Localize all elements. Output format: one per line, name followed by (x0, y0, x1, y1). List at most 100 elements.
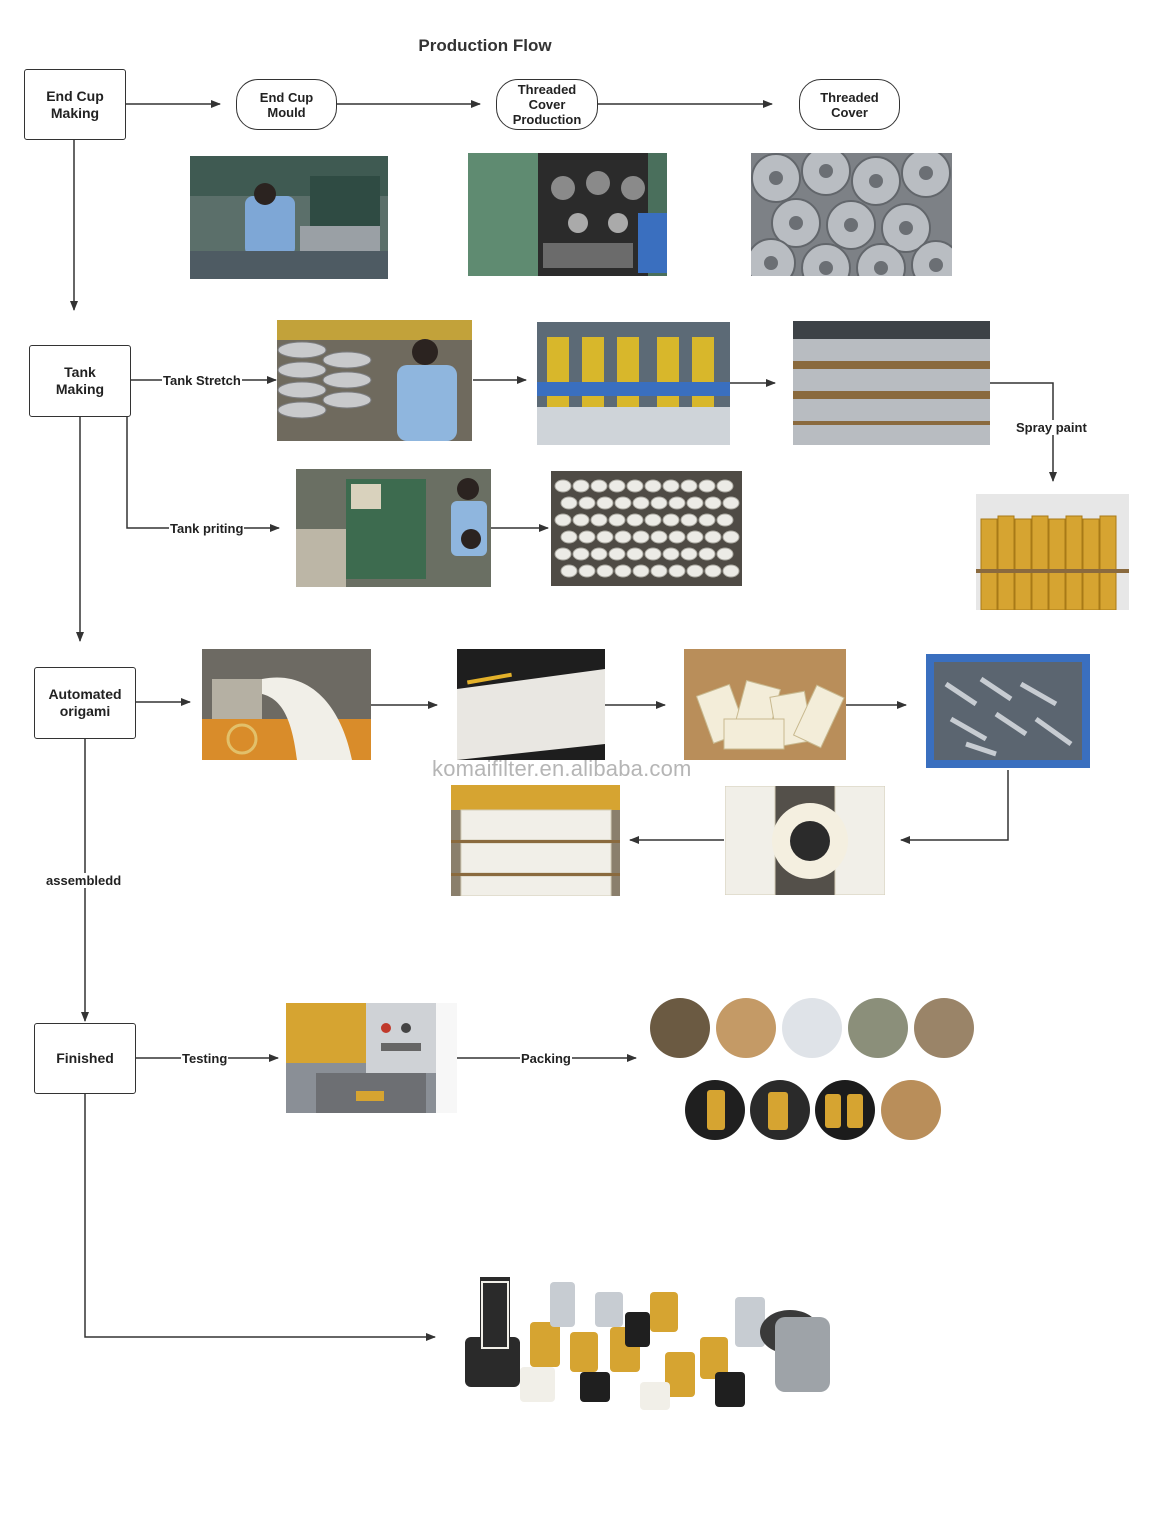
printed-tank-cap (590, 513, 608, 527)
printed-tank-cap (668, 496, 686, 510)
watermark-text: komaifilter.en.alibaba.com (432, 756, 692, 781)
photo-filter-product-range (460, 1262, 845, 1452)
printed-tank-cap (704, 496, 722, 510)
printed-tank-cap (644, 547, 662, 561)
photo-packing-3 (782, 998, 842, 1058)
printed-tank-cap (590, 479, 608, 493)
diagram-title: Production Flow (418, 36, 552, 55)
printed-tank-cap (722, 530, 740, 544)
label-tank-priting: Tank priting (169, 521, 245, 536)
printed-tank-cap (668, 564, 686, 578)
node-end-cup-making: End Cup Making (24, 69, 126, 140)
printed-tank-cap (632, 564, 650, 578)
printed-tank-cap (554, 479, 572, 493)
photo-filter-paper-sheet (457, 649, 605, 760)
photo-product-2 (750, 1080, 810, 1140)
photo-testing-station (286, 1003, 457, 1113)
printed-tank-cap (680, 547, 698, 561)
printed-tank-cap (632, 530, 650, 544)
label-testing: Testing (181, 1051, 229, 1066)
printed-tank-cap (608, 479, 626, 493)
node-automated-origami: Automated origami (34, 667, 136, 739)
printed-tank-cap (698, 547, 716, 561)
photo-tank-stacks (793, 321, 990, 445)
printed-tank-cap (614, 564, 632, 578)
printed-tank-cap (716, 513, 734, 527)
label-assembledd: assembledd (45, 873, 123, 888)
photo-springs-basket (926, 654, 1090, 768)
label-spray-paint: Spray paint (1015, 420, 1088, 435)
printed-tank-cap (722, 496, 740, 510)
printed-tank-cap (626, 513, 644, 527)
photo-tank-printing-workers (296, 469, 491, 587)
photo-spray-painted-tanks (976, 494, 1129, 610)
printed-tank-cap (596, 496, 614, 510)
printed-tank-cap (632, 496, 650, 510)
node-end-cup-mould: End Cup Mould (236, 79, 337, 130)
photo-folded-paper-box (684, 649, 846, 760)
photo-threaded-covers-pile (751, 153, 952, 276)
printed-tank-cap (560, 530, 578, 544)
label-tank-stretch: Tank Stretch (162, 373, 242, 388)
photo-product-3 (815, 1080, 875, 1140)
printed-tank-cap (686, 496, 704, 510)
arrow-tank-priting (126, 417, 280, 532)
label-packing: Packing (520, 1051, 572, 1066)
printed-tank-cap (578, 530, 596, 544)
printed-tank-cap (686, 564, 704, 578)
printed-tank-cap (608, 513, 626, 527)
printed-tank-cap (650, 564, 668, 578)
printed-tank-cap (578, 496, 596, 510)
printed-tank-cap (596, 564, 614, 578)
photo-origami-machine (202, 649, 371, 760)
printed-tank-cap (662, 479, 680, 493)
photo-end-cup-press-worker (190, 156, 388, 279)
arrow-finished-to-products (84, 1094, 436, 1341)
arrow-springs-to-filters (900, 770, 1009, 844)
printed-tank-cap (716, 547, 734, 561)
printed-tank-cap (614, 496, 632, 510)
photo-pleated-filter-elements (725, 786, 885, 895)
printed-tank-cap (644, 479, 662, 493)
printed-tank-cap (614, 530, 632, 544)
printed-tank-cap (722, 564, 740, 578)
printed-tank-cap (686, 530, 704, 544)
photo-packing-2 (716, 998, 776, 1058)
printed-tank-cap (680, 479, 698, 493)
photo-printed-tanks-tray (551, 471, 742, 586)
printed-tank-cap (704, 564, 722, 578)
photo-packing-4 (848, 998, 908, 1058)
printed-tank-cap (662, 513, 680, 527)
printed-tank-cap (590, 547, 608, 561)
photo-packing-5 (914, 998, 974, 1058)
photo-packing-1 (650, 998, 710, 1058)
printed-tank-cap (698, 479, 716, 493)
photo-filter-elements-stack (451, 785, 620, 896)
printed-tank-cap (698, 513, 716, 527)
node-tank-making: Tank Making (29, 345, 131, 417)
printed-tank-cap (626, 479, 644, 493)
printed-tank-cap (572, 513, 590, 527)
node-threaded-cover-production: Threaded Cover Production (496, 79, 598, 130)
printed-tank-cap (554, 547, 572, 561)
printed-tank-cap (644, 513, 662, 527)
printed-tank-cap (650, 496, 668, 510)
node-threaded-cover: Threaded Cover (799, 79, 900, 130)
node-finished: Finished (34, 1023, 136, 1094)
printed-tank-cap (704, 530, 722, 544)
printed-tank-cap (626, 547, 644, 561)
printed-tank-cap (578, 564, 596, 578)
printed-tank-cap (662, 547, 680, 561)
printed-tank-cap (596, 530, 614, 544)
printed-tank-cap (560, 496, 578, 510)
photo-product-1 (685, 1080, 745, 1140)
printed-tank-cap (680, 513, 698, 527)
photo-product-4 (881, 1080, 941, 1140)
printed-tank-cap (572, 547, 590, 561)
photo-tank-stretch-machines (537, 322, 730, 445)
photo-tank-stretch-worker (277, 320, 472, 441)
printed-tank-cap (716, 479, 734, 493)
printed-tank-cap (554, 513, 572, 527)
